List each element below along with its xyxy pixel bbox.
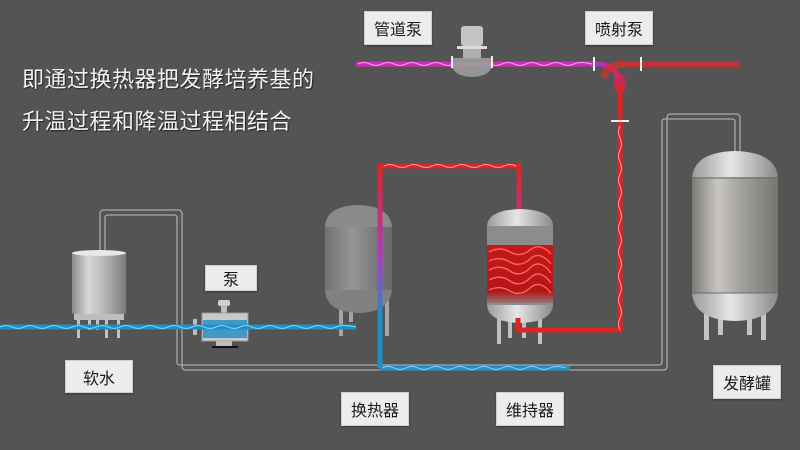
pipeline-pump-label: 管道泵	[364, 11, 432, 45]
pipe-softwater-loop-inner	[104, 118, 736, 366]
pump-unit	[193, 300, 249, 348]
heat-waves	[488, 246, 552, 295]
fermenter-label: 发酵罐	[713, 365, 781, 399]
holder-vessel	[487, 209, 553, 344]
pump-label: 泵	[205, 265, 257, 291]
soft-water-label: 软水	[65, 360, 133, 393]
holder-label: 维持器	[496, 392, 564, 426]
description-line-2: 升温过程和降温过程相结合	[22, 110, 293, 135]
hot-flow-line	[377, 60, 740, 368]
pipeline-pump	[451, 26, 493, 77]
cold-water-flow	[0, 324, 570, 371]
soft-water-tank	[72, 250, 126, 338]
heat-exchanger-label: 换热器	[341, 392, 409, 426]
description-line-1: 即通过换热器把发酵培养基的	[22, 68, 315, 93]
fermenter-tank	[692, 151, 778, 340]
pipe-flanges	[593, 57, 642, 122]
jet-pump-label: 喷射泵	[585, 11, 653, 45]
